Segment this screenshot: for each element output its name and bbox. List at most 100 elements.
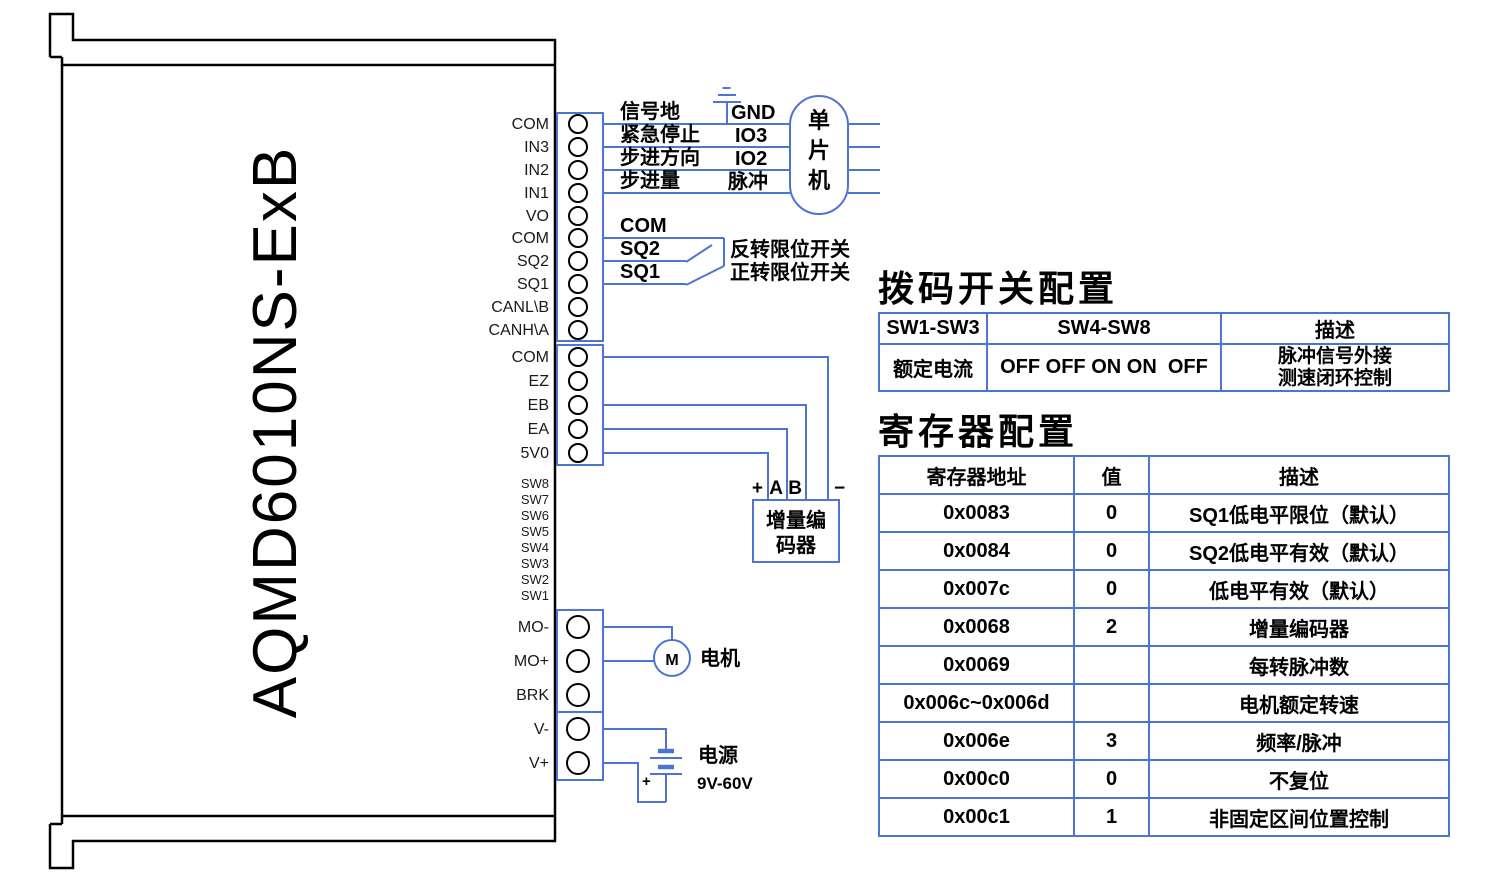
register-row: 0x00c1 1 非固定区间位置控制 [878,797,1450,837]
register-desc: SQ2低电平有效（默认） [1148,531,1450,571]
dip-cell-switch-states: OFF OFF ON ON OFF [986,343,1222,392]
terminal-label: MO- [518,619,549,636]
register-address: 0x0068 [878,607,1075,647]
dip-data-row: 额定电流 OFF OFF ON ON OFF 脉冲信号外接 测速闭环控制 [878,343,1450,392]
register-value: 0 [1073,531,1150,571]
terminal-label: EA [528,421,550,438]
power-range-label: 9V-60V [697,774,753,793]
register-value: 0 [1073,759,1150,799]
terminal-circle [566,615,590,639]
reverse-limit-label: 反转限位开关 [730,237,850,261]
dip-table-title: 拨码开关配置 [878,268,1119,309]
ground-symbol-icon [713,87,741,124]
encoder-ea-wire [603,428,788,500]
dip-switch-label: SW8 [521,476,549,491]
register-desc: 频率/脉冲 [1148,721,1450,761]
register-address: 0x0084 [878,531,1075,571]
forward-limit-label: 正转限位开关 [730,260,850,284]
encoder-pin-b: B [788,478,802,499]
terminal-label: CANH\A [489,322,550,339]
mcu-label-char: 单 [808,108,830,133]
motor-terminal-block: MO- MO+ BRK [514,609,604,713]
terminal-circle [568,137,588,157]
register-address: 0x0069 [878,645,1075,685]
dip-cell-rated-current: 额定电流 [878,343,988,392]
register-header-value: 值 [1073,455,1150,495]
gnd-label: GND [731,102,775,124]
dip-header-row: SW1-SW3 SW4-SW8 描述 [878,312,1450,345]
terminal-label: EB [528,397,549,414]
step-amount-label: 步进量 [620,169,680,192]
register-desc: 低电平有效（默认） [1148,569,1450,609]
com-rail [603,237,725,266]
terminal-label: BRK [516,687,549,704]
terminal-circle [568,395,588,415]
dip-switch-table: SW1-SW3 SW4-SW8 描述 额定电流 OFF OFF ON ON OF… [878,312,1450,392]
module-body-lines [50,55,555,826]
device-model-label: AQMD6010NS-ExB [241,146,310,718]
register-desc: 每转脉冲数 [1148,645,1450,685]
io-terminal-labels: COM IN3 IN2 IN1 VO COM SQ2 SQ1 CANL\B CA… [489,116,550,339]
register-desc: 非固定区间位置控制 [1148,797,1450,837]
signal-ground-label: 信号地 [620,99,680,123]
register-row: 0x0068 2 增量编码器 [878,607,1450,647]
sq1-label: SQ1 [620,261,660,283]
pulse-label: 脉冲 [727,169,768,193]
motor-circle-icon [653,639,691,677]
register-desc: 增量编码器 [1148,607,1450,647]
encoder-wires [603,356,829,500]
register-row: 0x00c0 0 不复位 [878,759,1450,799]
mo-minus-wire [603,626,673,640]
register-value: 0 [1073,493,1150,533]
terminal-circle [568,160,588,180]
sq1-switch-blade [685,265,725,286]
terminal-circle [568,347,588,367]
terminal-label: EZ [529,373,550,390]
encoder-terminal-block [556,344,604,466]
encoder-5v-wire [603,452,769,500]
dip-switch-label: SW1 [521,588,549,603]
io-terminal-block [556,112,604,342]
dip-header-sw4-sw8: SW4-SW8 [986,312,1222,345]
terminal-circle [568,206,588,226]
driver-module-outline [48,12,557,870]
io2-label: IO2 [735,148,767,170]
register-header-row: 寄存器地址 值 描述 [878,455,1450,495]
register-address: 0x006c~0x006d [878,683,1075,723]
terminal-label: IN1 [524,185,549,202]
terminal-label: VO [526,208,549,225]
mcu-wires [603,123,790,194]
battery-icon [650,748,682,775]
register-row: 0x006c~0x006d 电机额定转速 [878,683,1450,723]
encoder-eb-wire [603,404,807,500]
register-address: 0x00c1 [878,797,1075,837]
module-silhouette [48,12,557,870]
mcu-label-char: 片 [808,138,830,163]
register-header-desc: 描述 [1148,455,1450,495]
terminal-label: IN2 [524,162,549,179]
dip-header-desc: 描述 [1220,312,1450,345]
register-table-title: 寄存器配置 [878,411,1079,452]
register-desc: SQ1低电平限位（默认） [1148,493,1450,533]
terminal-circle [568,443,588,463]
power-label: 电源 [698,744,738,767]
motor-m: M [665,652,678,669]
terminal-circle [566,751,590,775]
terminal-label: SQ2 [517,253,549,270]
register-address: 0x0083 [878,493,1075,533]
dip-desc-line2: 测速闭环控制 [1277,367,1392,389]
limit-switch-wires [603,237,725,286]
register-address: 0x00c0 [878,759,1075,799]
encoder-label-line2: 码器 [776,534,817,557]
terminal-label: 5V0 [521,445,550,462]
dip-cell-desc: 脉冲信号外接 测速闭环控制 [1220,343,1450,392]
register-value: 2 [1073,607,1150,647]
register-address: 0x006e [878,721,1075,761]
register-value: 0 [1073,569,1150,609]
encoder-box [752,499,840,563]
encoder-com-wire [603,356,829,500]
v-plus-wire [603,762,666,803]
dip-switch-label: SW4 [521,540,549,555]
sq2-label: SQ2 [620,238,660,260]
